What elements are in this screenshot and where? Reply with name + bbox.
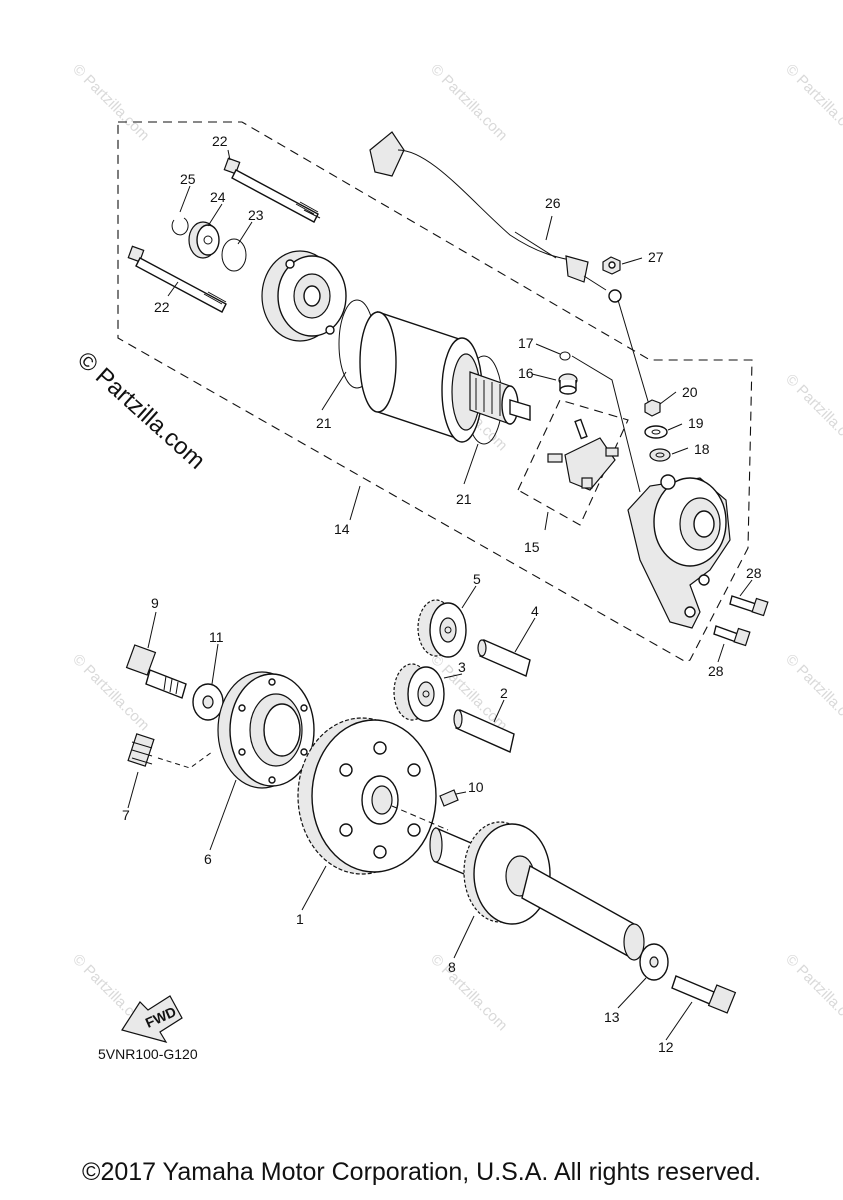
callout-11: 11 [209,629,224,645]
callout-4: 4 [531,603,539,619]
starter-rear-cover [627,474,731,629]
watermark: © Partzilla.com [427,951,510,1034]
callout-3: 3 [458,659,466,675]
gear-axis-leader [391,805,449,831]
pinion-gear-24 [188,221,220,259]
o-ring-17 [559,351,571,361]
brush-holder-15 [547,418,619,491]
fwd-arrow-icon: FWD [121,995,183,1043]
shaft-2 [453,709,515,753]
callout-13: 13 [604,1009,620,1025]
insulator-16 [558,373,578,395]
starter-clutch-6 [217,671,315,789]
callout-17: 17 [518,335,534,351]
callout-27: 27 [648,249,664,265]
callout-22-lower: 22 [154,299,170,315]
starter-wire-lead [369,131,622,303]
idler-gear-5 [417,599,467,658]
idler-gear-3 [393,663,445,722]
callout-2: 2 [500,685,508,701]
callout-5: 5 [473,571,481,587]
callout-9: 9 [151,595,159,611]
starter-front-cover [261,250,347,342]
bolt-7 [127,733,155,767]
callout-20: 20 [682,384,698,400]
callout-21-right: 21 [456,491,472,507]
callout-7: 7 [122,807,130,823]
watermark: © Partzilla.com [69,61,152,144]
watermark: © Partzilla.com [782,61,843,144]
stud-leader-16 [571,355,641,493]
watermark: © Partzilla.com [427,61,510,144]
watermark: © Partzilla.com [782,651,843,734]
callout-leaders [127,149,753,1041]
callout-21-left: 21 [316,415,332,431]
o-ring-23 [221,238,247,272]
bolt-7-leader [157,751,213,769]
gear-shaft-8 [429,821,645,961]
callout-16: 16 [518,365,534,381]
callout-26: 26 [545,195,561,211]
long-bolt-22-lower [127,245,227,313]
callout-8: 8 [448,959,456,975]
circlip-25 [171,217,189,236]
callout-25: 25 [180,171,196,187]
callout-6: 6 [204,851,212,867]
starter-armature [359,311,531,443]
washer-19 [644,425,668,439]
callout-24: 24 [210,189,226,205]
watermarks: © Partzilla.com © Partzilla.com © Partzi… [69,61,843,1034]
callout-23: 23 [248,207,264,223]
callout-19: 19 [688,415,704,431]
callout-15: 15 [524,539,540,555]
nut-27 [602,256,621,275]
washer-18 [649,448,671,462]
callout-18: 18 [694,441,710,457]
callout-numbers: 22 25 24 23 22 26 27 17 16 20 19 18 21 2… [122,133,762,1055]
brush-holder-boundary [517,399,629,526]
diagram-reference-code: 5VNR100-G120 [98,1046,198,1062]
nut-20 [644,399,661,417]
flange-bolt-12 [671,975,737,1014]
callout-10: 10 [468,779,484,795]
bolt-28-upper [729,595,769,617]
brand-watermark: © Partzilla.com [72,346,210,474]
flange-bolt-9 [125,644,187,699]
copyright-notice: ©2017 Yamaha Motor Corporation, U.S.A. A… [82,1158,761,1186]
woodruff-key-10 [439,789,459,807]
shaft-4 [477,639,531,677]
starter-wheel-gear-1 [297,717,437,875]
callout-22-upper: 22 [212,133,228,149]
stud-leader [617,299,651,409]
long-bolt-22-upper [223,157,321,223]
washer-13 [639,943,669,981]
bolt-28-lower [713,625,751,647]
callout-28-lower: 28 [708,663,724,679]
callout-1: 1 [296,911,304,927]
callout-28-upper: 28 [746,565,762,581]
washer-11 [192,683,224,721]
watermark: © Partzilla.com [782,951,843,1034]
watermark: © Partzilla.com [782,371,843,454]
starter-assembly-boundary [117,121,753,663]
callout-14: 14 [334,521,350,537]
callout-12: 12 [658,1039,674,1055]
